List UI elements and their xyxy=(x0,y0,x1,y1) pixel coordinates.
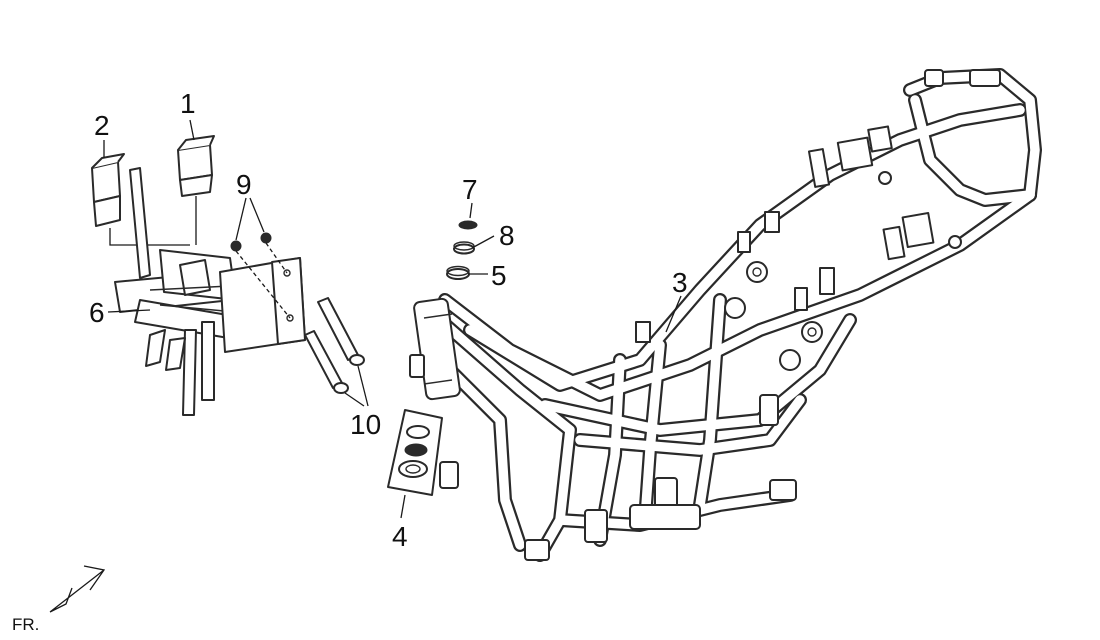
callout-7: 7 xyxy=(462,174,478,205)
frame-brackets xyxy=(409,69,1001,561)
washer-part-8 xyxy=(453,241,475,255)
relay-part-1 xyxy=(177,135,215,245)
front-direction-indicator: FR. xyxy=(12,565,106,634)
washer-part-7 xyxy=(458,220,478,230)
relay-part-2 xyxy=(91,153,190,246)
callout-5: 5 xyxy=(491,260,507,291)
steering-head xyxy=(413,297,461,401)
callouts: 1 2 3 4 5 6 7 8 9 10 xyxy=(89,88,688,552)
callout-8: 8 xyxy=(499,220,515,251)
main-frame xyxy=(409,68,1042,562)
mount-plate xyxy=(219,257,306,353)
callout-6: 6 xyxy=(89,297,105,328)
nuts-part-9 xyxy=(230,232,291,319)
bearing-set-part-4 xyxy=(387,409,443,496)
callout-3: 3 xyxy=(672,267,688,298)
callout-4: 4 xyxy=(392,521,408,552)
callout-1: 1 xyxy=(180,88,196,119)
direction-arrow-icon xyxy=(49,565,106,613)
callout-2: 2 xyxy=(94,110,110,141)
bolts-part-10 xyxy=(304,297,365,394)
frame-bosses xyxy=(724,171,962,371)
leader-lines xyxy=(103,119,682,519)
direction-label: FR. xyxy=(12,615,39,634)
callout-10: 10 xyxy=(350,409,381,440)
spring-part-5 xyxy=(446,265,470,280)
frame-tubes xyxy=(423,68,1042,562)
callout-9: 9 xyxy=(236,169,252,200)
